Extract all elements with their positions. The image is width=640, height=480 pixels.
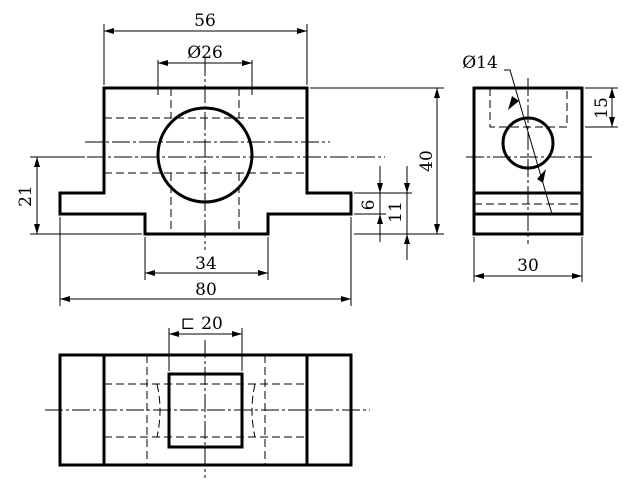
- dim-side-hole-diameter: Ø14: [462, 53, 498, 73]
- top-center-lines: [45, 340, 370, 478]
- dim-step-height: 21: [16, 185, 36, 207]
- side-center-lines: [466, 78, 592, 244]
- dim-overall-length: 80: [195, 280, 217, 300]
- dim-side-width: 30: [517, 256, 539, 276]
- dim-total-height: 40: [417, 150, 437, 172]
- front-center-lines: [33, 58, 385, 250]
- side-hole-leader: [504, 69, 553, 215]
- dim-side-hole-height: 15: [592, 97, 612, 119]
- dim-slot-width: 20: [201, 314, 223, 334]
- dim-groove-width: 34: [195, 254, 217, 274]
- dimension-labels: 56 Ø26 40 21 6 11 34 80 Ø14 15 30 ⊏ 20: [16, 11, 612, 334]
- dim-slot-symbol: ⊏: [181, 314, 195, 334]
- dim-groove-depth: 11: [386, 201, 406, 223]
- front-view-outline: [58, 86, 353, 236]
- dim-bore-diameter: Ø26: [187, 43, 223, 63]
- side-view: [466, 69, 592, 244]
- top-view: [45, 340, 370, 478]
- front-view: [33, 58, 385, 250]
- side-leader-arrow-1: [508, 96, 519, 110]
- dimension-lines: [30, 24, 618, 371]
- dim-top-width: 56: [194, 11, 216, 31]
- dim-base-thickness: 6: [359, 200, 379, 211]
- side-leader-arrow-2: [537, 169, 546, 183]
